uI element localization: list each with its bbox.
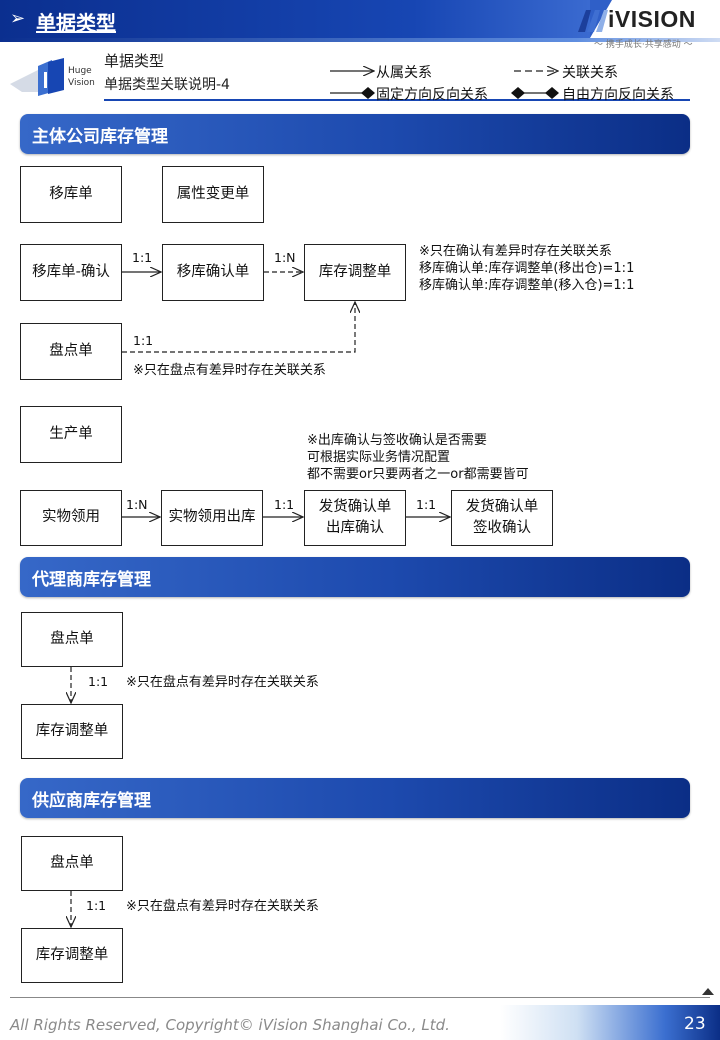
note-ship-1: ※出库确认与签收确认是否需要 [307, 433, 487, 448]
page-title: 单据类型 [36, 11, 116, 35]
legend-belongs-text: 从属关系 [376, 65, 432, 81]
ratio-label: 1:N [126, 497, 148, 512]
legend-fixed-reverse-text: 固定方向反向关系 [376, 87, 488, 103]
note-confirm-1: ※只在确认有差异时存在关联关系 [419, 244, 612, 259]
box-supplier-stock-adjust: 库存调整单 [21, 928, 123, 983]
note-ship-2: 可根据实际业务情况配置 [307, 450, 451, 465]
ratio-label: 1:N [274, 250, 296, 265]
header-arrow-icon: ➢ [10, 8, 26, 29]
note-inventory-main: ※只在盘点有差异时存在关联关系 [133, 363, 326, 378]
box-agent-stock-adjust: 库存调整单 [21, 704, 123, 759]
hugevision-logo-icon [10, 58, 64, 96]
note-inventory-supplier: ※只在盘点有差异时存在关联关系 [126, 899, 319, 914]
ship-sign-line2: 签收确认 [473, 520, 531, 536]
ship-sign-line1: 发货确认单 [465, 498, 539, 515]
note-confirm-2: 移库确认单:库存调整单(移出仓)=1:1 [419, 261, 635, 276]
logo-huge-text: Huge [68, 66, 92, 76]
brand-name: iVISION [608, 6, 696, 32]
box-production: 生产单 [20, 406, 122, 463]
ratio-label: 1:1 [274, 497, 295, 512]
box-agent-inventory: 盘点单 [21, 612, 123, 667]
ship-out-line2: 出库确认 [326, 520, 384, 536]
header-underline [0, 38, 720, 42]
box-material-requisition: 实物领用 [20, 490, 122, 546]
ivision-logo-icon [578, 10, 608, 32]
box-supplier-inventory: 盘点单 [21, 836, 123, 891]
box-attribute-change: 属性变更单 [162, 166, 264, 223]
section-agent: 代理商库存管理 [20, 557, 690, 597]
box-ship-out-confirm: 发货确认单 出库确认 [304, 490, 406, 546]
hugevision-logo: Huge Vision [8, 56, 100, 106]
box-stock-adjust: 库存调整单 [304, 244, 406, 301]
box-ship-sign-confirm: 发货确认单 签收确认 [451, 490, 553, 546]
legend-related-text: 关联关系 [562, 65, 618, 81]
brand-slogan: ～ 携手成长·共享感动 ～ [594, 40, 693, 50]
box-transfer-confirm-doc: 移库确认单 [162, 244, 264, 301]
footer-copyright: All Rights Reserved, Copyright© iVision … [10, 1016, 450, 1034]
footer-band [500, 1005, 720, 1040]
box-transfer: 移库单 [20, 166, 122, 223]
edge-inventory-to-adjust [122, 302, 355, 353]
ship-out-line1: 发货确认单 [318, 498, 392, 515]
page-header: ➢ 单据类型 iVISION ～ 携手成长·共享感动 ～ [0, 0, 720, 50]
logo-vision-text: Vision [68, 78, 95, 88]
note-ship-3: 都不需要or只要两者之一or都需要皆可 [307, 467, 529, 482]
note-confirm-3: 移库确认单:库存调整单(移入仓)=1:1 [419, 278, 635, 293]
subheader-rule [104, 99, 690, 101]
header-bar [0, 0, 612, 38]
ratio-label: 1:1 [86, 898, 107, 913]
subheader-title: 单据类型 [104, 52, 165, 70]
box-material-out: 实物领用出库 [161, 490, 263, 546]
page-number: 23 [684, 1014, 706, 1034]
legend-free-reverse-text: 自由方向反向关系 [562, 87, 674, 103]
scroll-up-icon[interactable] [702, 988, 714, 995]
ratio-label: 1:1 [88, 674, 109, 689]
ratio-label: 1:1 [133, 333, 154, 348]
ratio-label: 1:1 [416, 497, 437, 512]
section-supplier: 供应商库存管理 [20, 778, 690, 818]
ratio-label: 1:1 [132, 250, 153, 265]
subheader-description: 单据类型关联说明-4 [104, 77, 230, 93]
footer-rule [10, 997, 710, 998]
note-inventory-agent: ※只在盘点有差异时存在关联关系 [126, 675, 319, 690]
section-main-company: 主体公司库存管理 [20, 114, 690, 154]
box-inventory: 盘点单 [20, 323, 122, 380]
box-transfer-confirm: 移库单-确认 [20, 244, 122, 301]
